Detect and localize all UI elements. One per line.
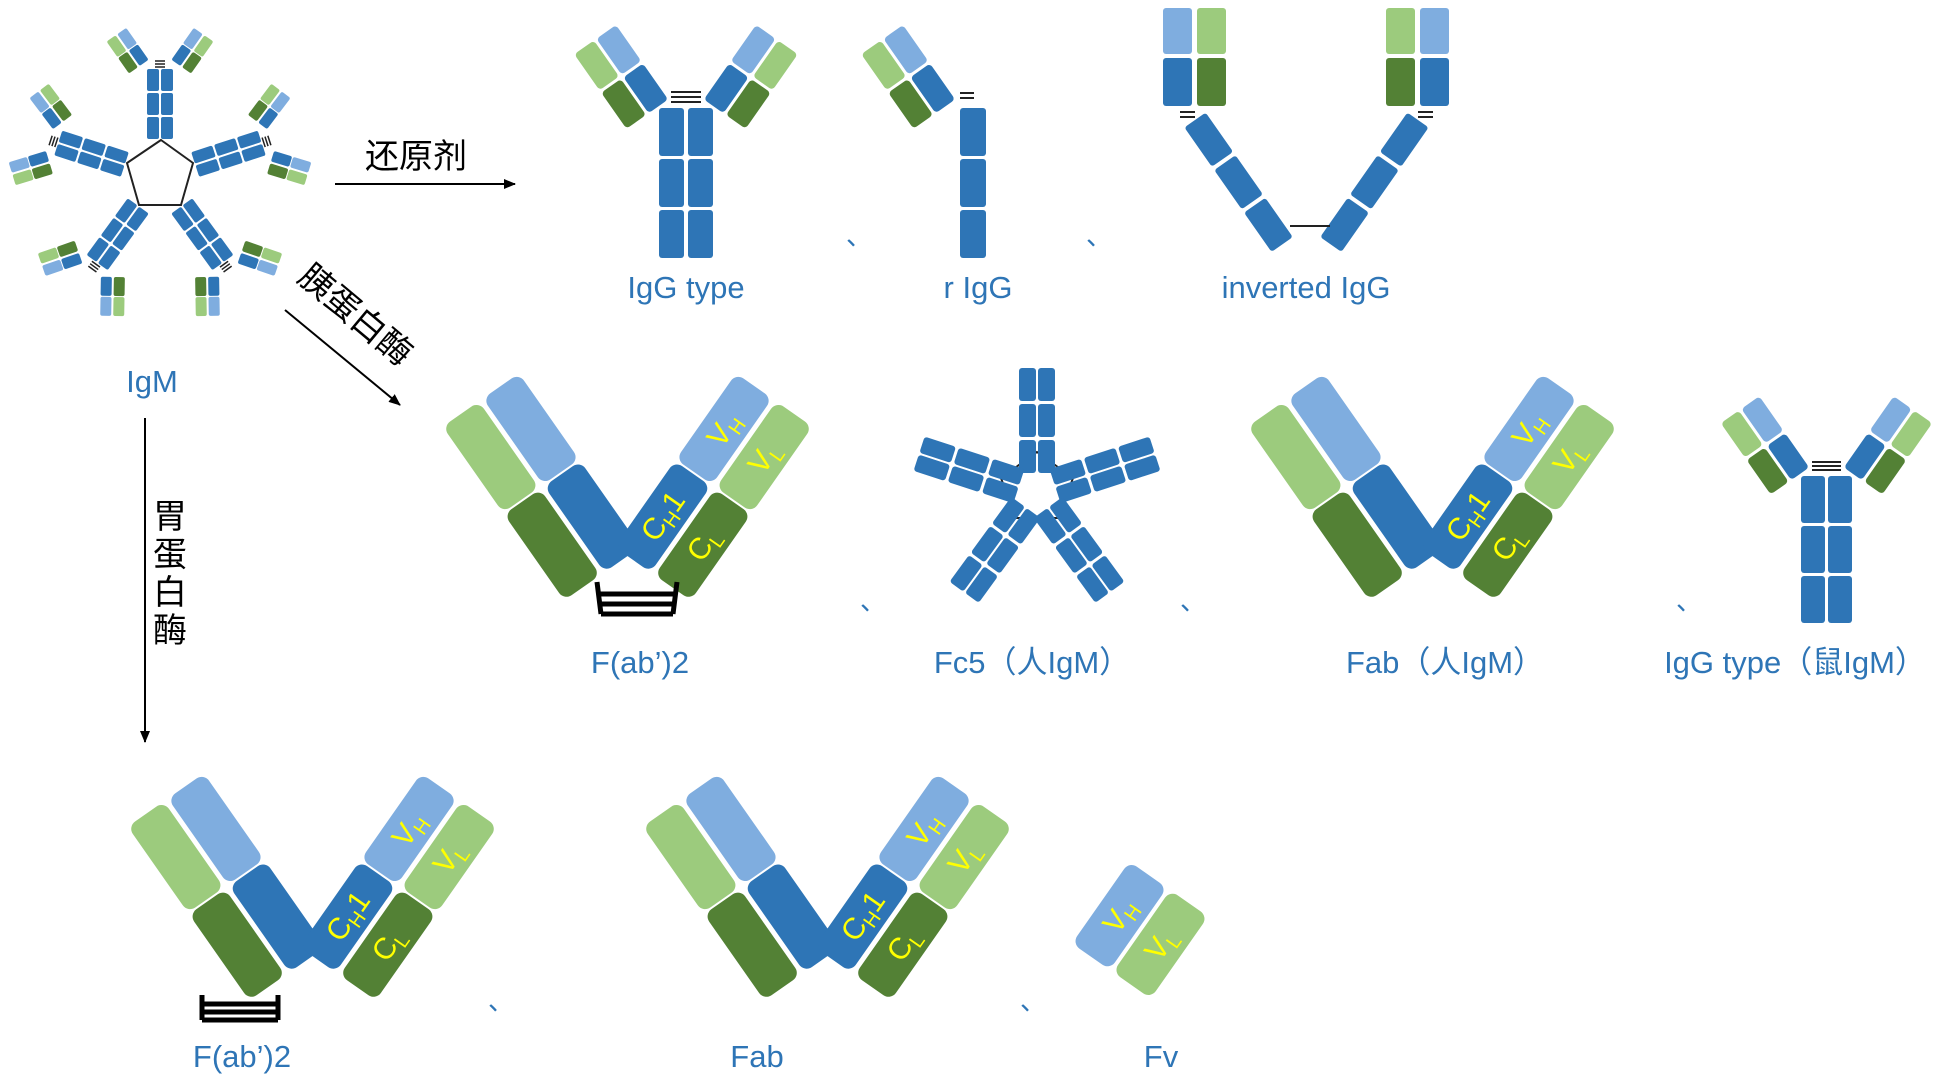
separator: 、 [1020,986,1046,1016]
arrow-reducing-agent: 还原剂 [335,137,516,189]
igg-type-molecule [575,26,797,258]
label-fab2-pepsin: F(ab’)2 [193,1039,291,1074]
fab-trypsin-molecule: CH1 CL VH VL [1251,376,1614,597]
label-fab2-trypsin: F(ab’)2 [591,645,689,680]
fab2-pepsin-molecule: CH1 CL VH VL [131,776,494,1023]
separator: 、 [860,586,886,616]
separator: 、 [1086,221,1112,251]
label-pepsin-char: 白 [153,573,187,613]
label-inverted-igg: inverted IgG [1222,270,1391,305]
label-igm: IgM [126,364,178,399]
igg-type-mouse-molecule [1722,397,1931,623]
fv-molecule: VH VL [1075,865,1205,995]
label-fab-trypsin: Fab（人IgM） [1346,645,1544,680]
fab2-trypsin-molecule: CH1 CL VH VL [446,376,809,617]
j-chain-ring [125,138,195,206]
label-pepsin-char: 酶 [153,611,187,651]
inverted-igg-molecule [1163,8,1449,251]
label-reducing-agent: 还原剂 [365,137,467,177]
separator: 、 [1180,586,1206,616]
label-trypsin: 胰蛋白酶 [290,256,420,374]
label-fc5: Fc5（人IgM） [934,645,1130,680]
label-igg-type-mouse: IgG type（鼠IgM） [1664,645,1926,680]
arrow-pepsin: 胃 蛋 白 酶 [140,418,187,743]
igm-pentamer [1,28,319,329]
label-fab-pepsin: Fab [730,1039,783,1074]
label-pepsin-char: 胃 [153,497,187,537]
label-r-igg: r IgG [944,270,1013,305]
fab-pepsin-molecule: CH1 CL VH VL [646,776,1009,997]
label-pepsin-char: 蛋 [153,535,187,575]
separator: 、 [846,221,872,251]
label-fv: Fv [1144,1039,1179,1074]
separator: 、 [488,986,514,1016]
igm-monomer [107,28,213,139]
arrow-trypsin: 胰蛋白酶 [284,256,420,406]
r-igg-molecule [862,26,986,258]
separator: 、 [1676,586,1702,616]
fc5-pentamer [913,368,1161,603]
label-igg-type: IgG type [627,270,744,305]
